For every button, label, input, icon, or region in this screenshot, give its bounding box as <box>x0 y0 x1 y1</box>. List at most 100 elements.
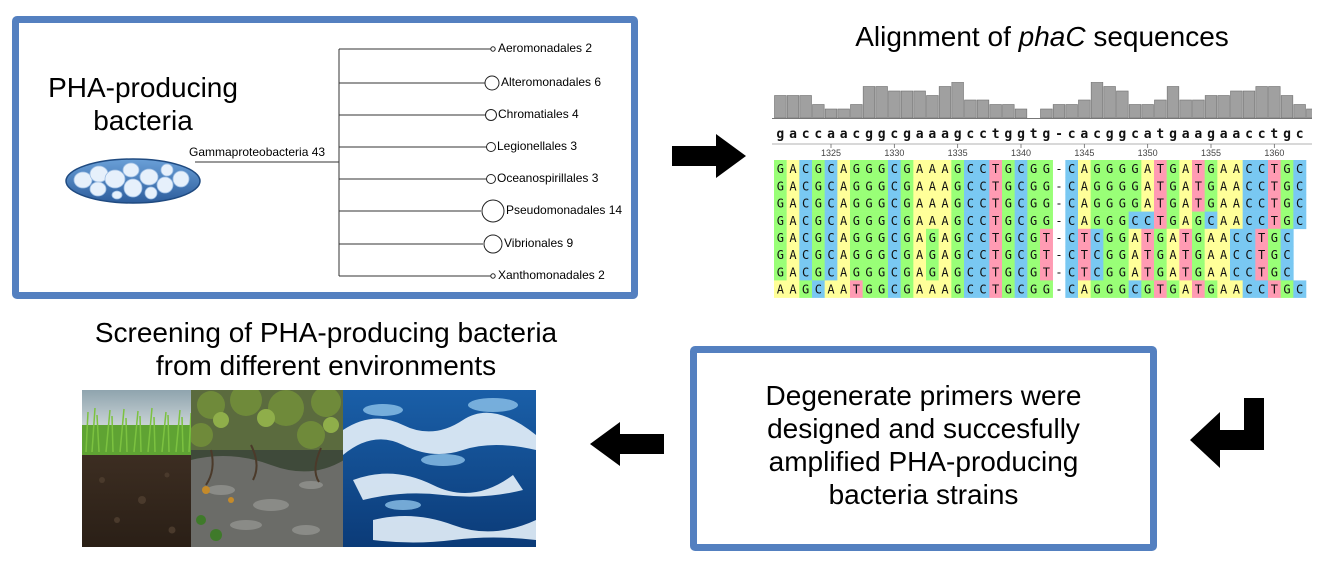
base-cell <box>824 246 838 264</box>
sequence-base: G <box>865 248 872 262</box>
base-cell <box>1116 160 1129 178</box>
base-cell <box>1280 177 1294 195</box>
sequence-base: C <box>1245 214 1252 228</box>
sequence-base: G <box>853 248 860 262</box>
sequence-base: A <box>789 283 797 297</box>
base-cell <box>824 228 838 247</box>
base-cell <box>1230 211 1243 230</box>
base-cell <box>951 228 965 247</box>
sequence-base: G <box>1207 162 1214 176</box>
sequence-base: A <box>1220 248 1228 262</box>
base-cell <box>799 280 813 298</box>
sequence-base: A <box>1220 214 1228 228</box>
base-cell <box>926 280 939 298</box>
base-cell <box>850 263 863 281</box>
conservation-bar <box>824 108 838 119</box>
base-cell <box>1179 228 1193 247</box>
base-cell <box>812 263 825 281</box>
sequence-base: C <box>967 265 974 279</box>
base-cell <box>1230 263 1243 281</box>
base-cell <box>976 280 990 298</box>
sequence-base: A <box>929 162 937 176</box>
base-cell <box>989 228 1003 247</box>
base-cell <box>1268 263 1281 281</box>
sequence-base: G <box>1169 214 1176 228</box>
sequence-base: G <box>1131 197 1138 211</box>
sequence-base: C <box>1093 248 1100 262</box>
base-cell <box>1242 211 1256 230</box>
base-cell <box>862 246 876 264</box>
base-cell <box>1090 280 1104 298</box>
base-cell <box>951 246 965 264</box>
primers-line1: Degenerate primers were <box>765 380 1082 411</box>
sequence-base: G <box>1283 283 1290 297</box>
base-cell <box>1230 194 1243 212</box>
sequence-base: T <box>992 248 999 262</box>
base-cell <box>786 211 800 230</box>
conservation-bar <box>938 86 952 119</box>
sequence-base: A <box>1233 283 1241 297</box>
base-cell <box>1103 177 1117 195</box>
conservation-bar <box>837 108 850 119</box>
sequence-base: C <box>1258 179 1265 193</box>
base-cell <box>774 263 787 281</box>
ruler-tick-label: 1355 <box>1201 148 1221 158</box>
sequence-base: C <box>967 179 974 193</box>
base-cell <box>850 194 863 212</box>
base-cell <box>1217 211 1231 230</box>
base-cell <box>799 160 813 178</box>
ruler-tick-label: 1325 <box>821 148 841 158</box>
base-cell <box>1166 228 1180 247</box>
base-cell <box>1065 280 1079 298</box>
base-cell <box>1154 228 1167 247</box>
base-cell <box>1078 280 1091 298</box>
sequence-base: A <box>1233 214 1241 228</box>
sequence-base: G <box>815 248 822 262</box>
sequence-base: T <box>992 231 999 245</box>
base-cell <box>938 280 952 298</box>
conservation-bar <box>1268 86 1281 119</box>
base-cell <box>1204 160 1218 178</box>
sequence-base: A <box>929 197 937 211</box>
consensus-base: a <box>840 127 848 142</box>
base-cell <box>824 160 838 178</box>
base-cell <box>799 211 813 230</box>
sequence-base: G <box>1271 265 1278 279</box>
sequence-base: G <box>1157 265 1164 279</box>
base-cell <box>837 177 851 195</box>
sequence-base: A <box>789 265 797 279</box>
consensus-base: t <box>1270 127 1278 142</box>
sequence-base: G <box>853 162 860 176</box>
sequence-base: G <box>878 197 885 211</box>
sequence-base: C <box>1296 162 1303 176</box>
sequence-base: G <box>1005 283 1012 297</box>
sequence-base: G <box>815 265 822 279</box>
sequence-base: A <box>1207 248 1215 262</box>
base-cell <box>900 263 914 281</box>
sequence-base: G <box>929 248 936 262</box>
base-cell <box>1268 280 1281 298</box>
base-cell <box>1090 263 1104 281</box>
base-cell <box>951 263 965 281</box>
conservation-bar <box>913 90 926 119</box>
base-cell <box>875 263 889 281</box>
sequence-base: C <box>979 179 986 193</box>
base-cell <box>1179 160 1193 178</box>
base-cell <box>1027 228 1041 247</box>
base-cell <box>951 194 965 212</box>
base-cell <box>900 211 914 230</box>
base-cell <box>837 228 851 247</box>
sequence-base: G <box>865 179 872 193</box>
sequence-base: G <box>878 214 885 228</box>
conservation-bar <box>1090 82 1104 119</box>
conservation-bar <box>812 104 825 119</box>
sequence-base: C <box>1245 162 1252 176</box>
base-cell <box>976 228 990 247</box>
sequence-base: T <box>1182 231 1189 245</box>
base-cell <box>926 246 939 264</box>
base-cell <box>824 177 838 195</box>
base-cell <box>1255 228 1269 247</box>
sequence-base: C <box>891 197 898 211</box>
sequence-base: G <box>1030 214 1037 228</box>
conservation-bar <box>850 104 863 119</box>
